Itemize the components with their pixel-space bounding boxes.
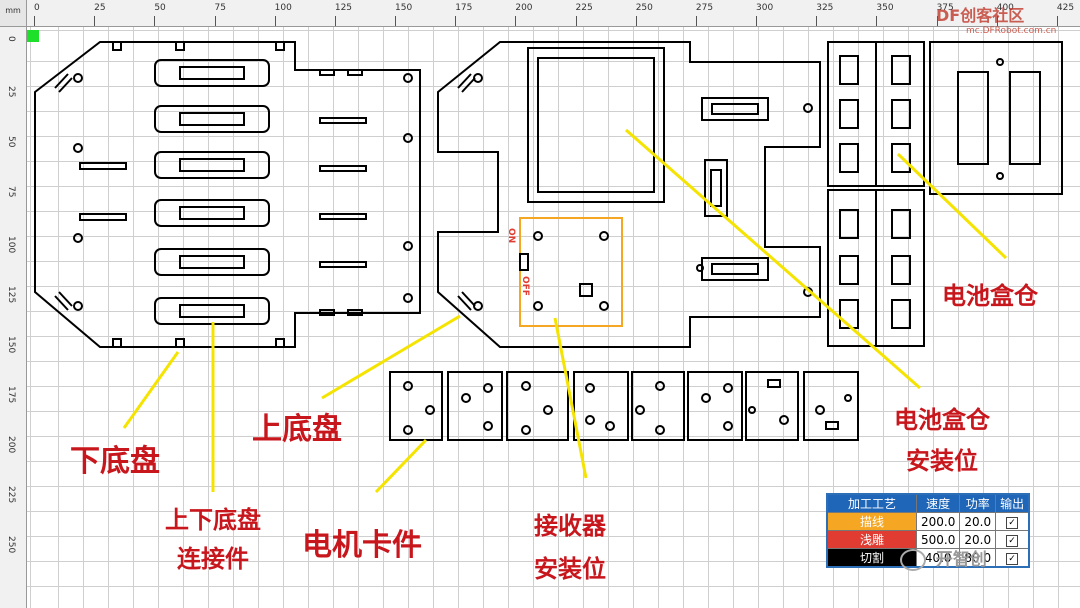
- connector-label-line2: 连接件: [177, 545, 249, 573]
- process-output-cell: ✓: [995, 548, 1030, 568]
- battery-mount-label-line2: 安装位: [906, 447, 978, 475]
- ruler-tick-mark: [635, 16, 637, 26]
- ruler-tick-mark: [996, 16, 998, 26]
- ruler-tick-mark: [214, 16, 216, 26]
- battery-mount-label-line1: 电池盒仓: [894, 406, 990, 434]
- motor-clip-label: 电机卡件: [302, 528, 422, 563]
- process-table-header-cell: 功率: [959, 493, 997, 513]
- ruler-unit: mm: [0, 0, 27, 27]
- brand-watermark: DF创客社区: [936, 6, 1025, 25]
- process-speed-cell[interactable]: 200.0: [915, 512, 961, 531]
- output-checkbox[interactable]: ✓: [1006, 553, 1019, 565]
- ruler-tick-mark: [756, 16, 758, 26]
- process-name-cell[interactable]: 浅雕: [826, 530, 917, 549]
- ruler-tick-mark: [876, 16, 878, 26]
- output-checkbox[interactable]: ✓: [1006, 535, 1019, 547]
- lower-chassis-part: [34, 41, 421, 348]
- ruler-tick-mark: [695, 16, 697, 26]
- ruler-tick-top: 75: [214, 3, 226, 13]
- ruler-tick-mark: [936, 16, 938, 26]
- battery-box-parts: [827, 41, 1063, 347]
- ruler-tick-mark: [334, 16, 336, 26]
- process-output-cell: ✓: [995, 530, 1030, 549]
- wechat-icon: [900, 549, 926, 571]
- wechat-account-name: 开智创: [935, 550, 987, 570]
- origin-marker: [27, 30, 39, 42]
- ruler-tick-mark: [154, 16, 156, 26]
- battery-mount-label: 电池盒仓 安装位: [872, 400, 1012, 476]
- ruler-tick-top: 50: [154, 3, 166, 13]
- wechat-watermark: 开智创: [900, 545, 987, 571]
- ruler-tick-top: 375: [936, 3, 954, 13]
- ruler-tick-top: 225: [575, 3, 593, 13]
- receiver-mount-holes: [519, 231, 609, 311]
- ruler-tick-top: 300: [756, 3, 774, 13]
- ruler-tick-mark: [816, 16, 818, 26]
- battery-box-label: 电池盒仓: [942, 282, 1038, 310]
- receiver-label-line2: 安装位: [534, 555, 606, 583]
- ruler-tick-mark: [1056, 16, 1058, 26]
- lower-chassis-holes: [54, 73, 413, 311]
- ruler-tick-top: 125: [334, 3, 353, 13]
- receiver-label-line1: 接收器: [534, 512, 606, 540]
- brand-url: mc.DFRobot.com.cn: [966, 26, 1057, 36]
- ruler-tick-top: 250: [635, 3, 653, 13]
- ruler-tick-mark: [274, 16, 276, 26]
- process-speed-cell[interactable]: 500.0: [915, 530, 961, 549]
- motor-clip-parts: [389, 371, 859, 441]
- process-name-cell[interactable]: 切割: [826, 548, 917, 568]
- output-checkbox[interactable]: ✓: [1006, 517, 1019, 529]
- ruler-tick-mark: [94, 16, 96, 26]
- process-table-header-cell: 输出: [995, 493, 1030, 513]
- lower-chassis-small-slots: [79, 69, 367, 316]
- process-speed-cell[interactable]: 40.0: [915, 548, 961, 568]
- process-power-cell[interactable]: 20.0: [959, 530, 997, 549]
- ruler-tick-top: 0: [34, 3, 40, 13]
- ruler-tick-top: 100: [274, 3, 292, 13]
- ruler-tick-mark: [575, 16, 577, 26]
- ruler-tick-top: 425: [1056, 3, 1075, 13]
- horizontal-ruler[interactable]: 0 25 50 75 100 125 150 175 200 225 250 275 300 325 350…: [0, 0, 1080, 27]
- process-table-header-cell: 速度: [915, 493, 961, 513]
- ruler-tick-top: 350: [876, 3, 894, 13]
- ruler-tick-mark: [455, 16, 457, 26]
- connector-slots: [154, 59, 270, 325]
- ruler-tick-top: 325: [816, 3, 834, 13]
- ruler-tick-top: 150: [395, 3, 413, 13]
- lower-chassis-label: 下底盘: [70, 444, 160, 479]
- ruler-tick-top: 200: [515, 3, 533, 13]
- receiver-label: 接收器 安装位: [510, 506, 630, 584]
- process-output-cell: ✓: [995, 512, 1030, 531]
- ruler-tick-top: 400: [996, 3, 1014, 13]
- ruler-tick-mark: [395, 16, 397, 26]
- switch-off-label: OFF: [520, 276, 530, 296]
- annotation-lines: [122, 128, 1008, 494]
- process-power-cell[interactable]: 80.0: [959, 548, 997, 568]
- connector-label-line1: 上下底盘: [165, 506, 261, 534]
- process-table-header: 加工工艺速度功率输出: [826, 493, 1030, 513]
- ruler-tick-mark: [34, 16, 35, 26]
- process-table-header-cell: 加工工艺: [826, 493, 917, 513]
- upper-chassis-details: [457, 47, 813, 311]
- receiver-mount: [519, 217, 623, 327]
- ruler-tick-top: 25: [94, 3, 106, 13]
- process-name-cell[interactable]: 描线: [826, 512, 917, 531]
- process-power-cell[interactable]: 20.0: [959, 512, 997, 531]
- ruler-tick-top: 175: [455, 3, 473, 13]
- upper-chassis-part: [437, 41, 821, 348]
- switch-on-label: ON: [506, 228, 516, 244]
- connector-label: 上下底盘 连接件: [148, 500, 278, 574]
- ruler-tick-mark: [515, 16, 517, 26]
- lower-chassis-tabs: [112, 42, 285, 347]
- upper-chassis-label: 上底盘: [252, 412, 342, 447]
- ruler-tick-top: 275: [695, 3, 714, 13]
